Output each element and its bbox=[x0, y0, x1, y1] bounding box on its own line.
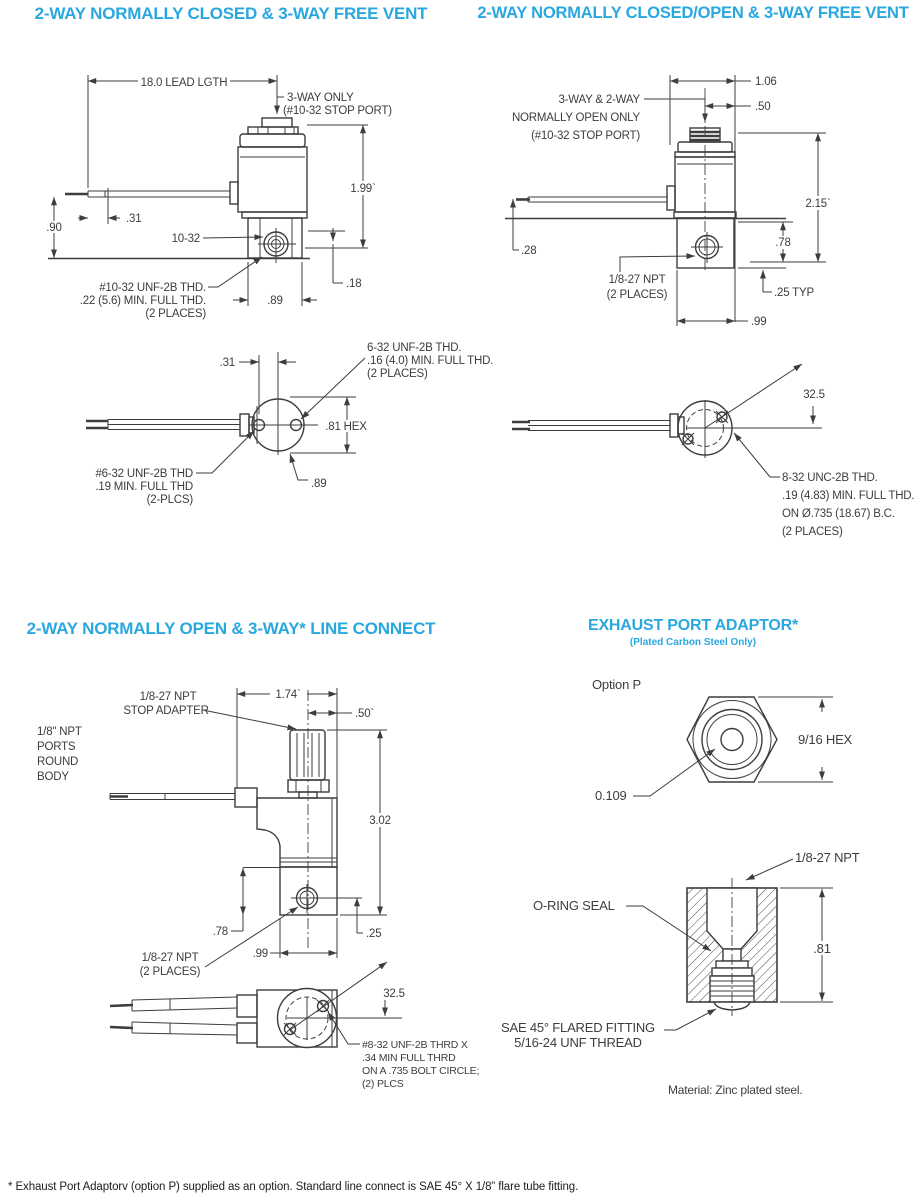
dim-302: 3.02 bbox=[369, 815, 391, 827]
label-3way-only-2: (#10-32 STOP PORT) bbox=[283, 105, 392, 117]
note-hash6-32-1: #6-32 UNF-2B THD bbox=[95, 468, 193, 480]
note-sae-2: 5/16-24 UNF THREAD bbox=[514, 1035, 642, 1050]
label-oring-seal: O-RING SEAL bbox=[533, 898, 615, 913]
note-10-32-thd-3: (2 PLACES) bbox=[145, 308, 206, 320]
title-no-line-connect: 2-WAY NORMALLY OPEN & 3-WAY* LINE CONNEC… bbox=[26, 619, 436, 638]
note-10-32-thd-2: .22 (5.6) MIN. FULL THD. bbox=[80, 295, 206, 307]
dim-bottom-31: .31 bbox=[220, 357, 235, 369]
note-sae-1: SAE 45° FLARED FITTING bbox=[501, 1020, 655, 1035]
note-10-32-thd-1: #10-32 UNF-2B THD. bbox=[99, 282, 206, 294]
adaptor-section-view: 1/8-27 NPT O-RING SEAL .81 SAE 45° FLARE… bbox=[501, 850, 860, 1097]
label-stop-adapter-2: STOP ADAPTER bbox=[123, 705, 208, 717]
nco-side-view: 1.06 .50 3-WAY & 2-WAY NORMALLY OPEN ONL… bbox=[505, 75, 837, 328]
note-6-32-1: 6-32 UNF-2B THD. bbox=[367, 342, 461, 354]
label-adaptor-npt: 1/8-27 NPT bbox=[795, 850, 860, 865]
dim-89: .89 bbox=[267, 295, 282, 307]
label-option-p: Option P bbox=[592, 677, 641, 692]
label-npt-places: (2 PLACES) bbox=[607, 289, 668, 301]
dim-25-typ: .25 TYP bbox=[774, 287, 814, 299]
dim-99b: .99 bbox=[253, 948, 268, 960]
dim-18: .18 bbox=[346, 278, 361, 290]
label-round-body-2: PORTS bbox=[37, 741, 76, 753]
nco-bottom-view: 32.5 8-32 UNC-2B THD. .19 (4.83) MIN. FU… bbox=[512, 363, 915, 538]
note-hash6-32-3: (2-PLCS) bbox=[147, 494, 194, 506]
note-8-32-3: ON Ø.735 (18.67) B.C. bbox=[782, 508, 895, 520]
note-8-32-2: .19 (4.83) MIN. FULL THD. bbox=[782, 490, 914, 502]
note-6-32-2: .16 (4.0) MIN. FULL THD. bbox=[367, 355, 493, 367]
footnote: * Exhaust Port Adaptorv (option P) suppl… bbox=[8, 1181, 579, 1193]
dim-174: 1.74` bbox=[275, 689, 300, 701]
label-npt: 1/8-27 NPT bbox=[609, 274, 666, 286]
label-10-32: 10-32 bbox=[172, 233, 200, 245]
note-hash8-32-2: .34 MIN FULL THRD bbox=[362, 1052, 456, 1064]
label-normally-open: NORMALLY OPEN ONLY bbox=[512, 112, 641, 124]
no-bottom-view: 32.5 #8-32 UNF-2B THRD X .34 MIN FULL TH… bbox=[109, 961, 479, 1090]
title-exhaust-port-adaptor: EXHAUST PORT ADAPTOR* bbox=[587, 617, 799, 634]
note-hash6-32-2: .19 MIN. FULL THD bbox=[95, 481, 193, 493]
note-hash8-32-1: #8-32 UNF-2B THRD X bbox=[362, 1039, 468, 1051]
nc-side-view: 18.0 LEAD LGTH 3-WAY ONLY (#10-32 STOP P… bbox=[42, 74, 392, 320]
dim-height-215: 2.15` bbox=[805, 198, 830, 210]
label-round-body-1: 1/8" NPT bbox=[37, 726, 82, 738]
note-hash8-32-3: ON A .735 BOLT CIRCLE; bbox=[362, 1065, 479, 1077]
dim-81-hex: .81 HEX bbox=[325, 421, 367, 433]
title-nc-free-vent: 2-WAY NORMALLY CLOSED & 3-WAY FREE VENT bbox=[34, 4, 428, 23]
nc-bottom-view: .31 6-32 UNF-2B THD. .16 (4.0) MIN. FULL… bbox=[86, 342, 493, 506]
note-hash8-32-4: (2) PLCS bbox=[362, 1078, 404, 1090]
dim-50b: .50` bbox=[355, 708, 374, 720]
dim-28: .28 bbox=[521, 245, 536, 257]
dim-99: .99 bbox=[751, 316, 766, 328]
dim-81: .81 bbox=[813, 941, 830, 956]
dim-angle-325: 32.5 bbox=[803, 389, 825, 401]
no-side-view: 1/8-27 NPT STOP ADAPTER 1/8" NPT PORTS R… bbox=[37, 687, 399, 978]
dim-31: .31 bbox=[126, 213, 141, 225]
label-3way-2way: 3-WAY & 2-WAY bbox=[558, 94, 640, 106]
note-6-32-3: (2 PLACES) bbox=[367, 368, 428, 380]
dim-916-hex: 9/16 HEX bbox=[798, 732, 853, 747]
label-stop-adapter-1: 1/8-27 NPT bbox=[140, 691, 197, 703]
subtitle-plated-carbon-steel: (Plated Carbon Steel Only) bbox=[629, 637, 757, 648]
dim-bottom-89: .89 bbox=[311, 478, 326, 490]
label-nptb-1: 1/8-27 NPT bbox=[142, 952, 199, 964]
adaptor-hex-view: Option P 9/16 HEX 0.109 bbox=[592, 677, 853, 803]
dim-78b: .78 bbox=[213, 926, 228, 938]
dim-0109: 0.109 bbox=[595, 788, 627, 803]
label-3way-only: 3-WAY ONLY bbox=[287, 92, 354, 104]
label-round-body-3: ROUND bbox=[37, 756, 78, 768]
dim-angle-325b: 32.5 bbox=[383, 988, 405, 1000]
title-nc-open-free-vent: 2-WAY NORMALLY CLOSED/OPEN & 3-WAY FREE … bbox=[477, 4, 909, 22]
dim-50: .50 bbox=[755, 101, 770, 113]
note-8-32-1: 8-32 UNC-2B THD. bbox=[782, 472, 878, 484]
note-8-32-4: (2 PLACES) bbox=[782, 526, 843, 538]
dim-90: .90 bbox=[46, 222, 61, 234]
dim-lead-length: 18.0 LEAD LGTH bbox=[141, 77, 228, 89]
label-material: Material: Zinc plated steel. bbox=[668, 1083, 802, 1097]
dim-106: 1.06 bbox=[755, 76, 777, 88]
label-nptb-2: (2 PLACES) bbox=[140, 966, 201, 978]
label-round-body-4: BODY bbox=[37, 771, 69, 783]
label-stop-port: (#10-32 STOP PORT) bbox=[531, 130, 640, 142]
dim-78: .78 bbox=[775, 237, 790, 249]
dim-25b: .25 bbox=[366, 928, 381, 940]
dim-height-199: 1.99` bbox=[350, 183, 375, 195]
